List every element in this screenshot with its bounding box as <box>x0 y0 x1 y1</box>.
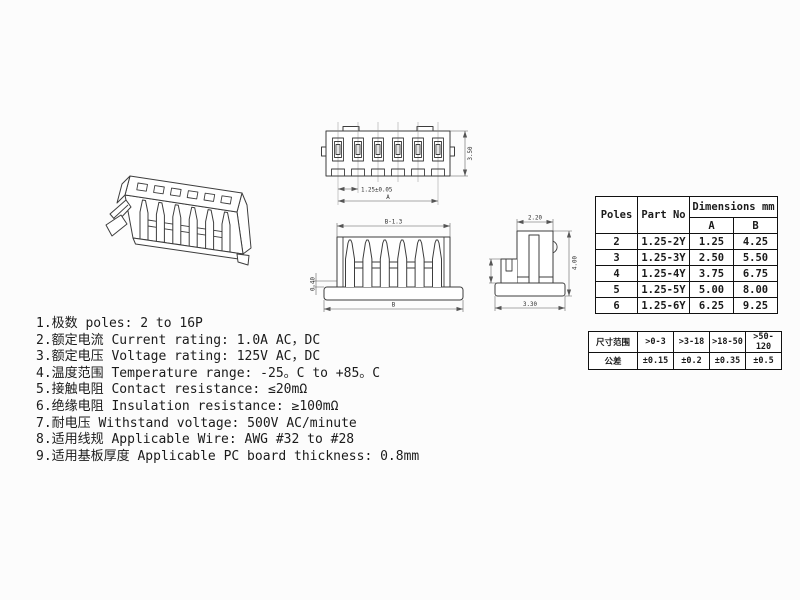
header-poles: Poles <box>595 196 638 234</box>
side-view-drawing: 2.20 4.00 3.30 <box>488 216 579 311</box>
dimensions-table: Poles Part No Dimensions mm A B 2 1.25-2… <box>595 196 778 314</box>
header-dimensions: Dimensions mm <box>689 196 778 218</box>
header-part-no: Part No <box>637 196 690 234</box>
table-row: 2 1.25-2Y 1.25 4.25 <box>595 233 778 250</box>
front-view-drawing: B-1.3 B 0.40 <box>311 220 464 312</box>
table-row: 5 1.25-5Y 5.00 8.00 <box>595 281 778 298</box>
spec-line-3: 3.额定电压 Voltage rating: 125V AC，DC <box>36 349 321 365</box>
dim-a-label: A <box>386 195 390 201</box>
header-col-b: B <box>733 217 778 234</box>
side-view-housing <box>494 230 566 297</box>
spec-line-9: 9.适用基板厚度 Applicable PC board thickness: … <box>36 448 420 464</box>
spec-line-2: 2.额定电流 Current rating: 1.0A AC，DC <box>36 332 321 348</box>
table-subheader-row: A B <box>596 217 778 234</box>
spec-line-7: 7.耐电压 Withstand voltage: 500V AC/minute <box>36 415 357 431</box>
front-view-housing <box>323 236 464 301</box>
tolerance-range-row: 尺寸范围 >0-3 >3-18 >18-50 >50-120 <box>588 331 782 353</box>
dim-side-right-label: 4.00 <box>573 256 579 270</box>
spec-line-5: 5.接触电阻 Contact resistance: ≤20mΩ <box>36 382 308 398</box>
table-row: 4 1.25-4Y 3.75 6.75 <box>595 265 778 282</box>
dim-b-label: B <box>392 303 396 309</box>
top-view-drawing: 1.25±0.05 A 3.50 <box>321 122 474 205</box>
table-header-row: Poles Part No Dimensions mm <box>595 196 778 234</box>
table-row: 6 1.25-6Y 6.25 9.25 <box>595 297 778 314</box>
table-row: 3 1.25-3Y 2.50 5.50 <box>595 249 778 266</box>
dim-pitch-label: 1.25±0.05 <box>361 188 393 194</box>
top-view-dimensions: 1.25±0.05 A 3.50 <box>338 130 474 204</box>
spec-line-8: 8.适用线规 Applicable Wire: AWG #32 to #28 <box>36 432 355 448</box>
dim-side-bottom-label: 3.30 <box>523 302 537 308</box>
iso-connector-body <box>105 175 252 266</box>
front-view-dimensions: B-1.3 B 0.40 <box>311 220 464 312</box>
side-view-dimensions: 2.20 4.00 3.30 <box>488 216 579 311</box>
tolerance-table: 尺寸范围 >0-3 >3-18 >18-50 >50-120 公差 ±0.15 … <box>588 331 782 370</box>
spec-line-1: 1.极数 poles: 2 to 16P <box>36 316 203 331</box>
spec-line-6: 6.绝缘电阻 Insulation resistance: ≥100mΩ <box>36 398 339 414</box>
dim-side-top-label: 2.20 <box>528 216 542 222</box>
dim-left-label: 0.40 <box>311 277 317 291</box>
top-view-housing <box>321 122 455 205</box>
isometric-view-drawing <box>105 175 252 266</box>
specs-list: 1.极数 poles: 2 to 16P 2.额定电流 Current rati… <box>36 316 419 465</box>
dim-top-label: B-1.3 <box>385 220 403 226</box>
header-col-a: A <box>689 217 734 234</box>
tolerance-value-row: 公差 ±0.15 ±0.2 ±0.35 ±0.5 <box>588 352 782 370</box>
dim-depth-label: 3.50 <box>468 146 474 160</box>
spec-line-4: 4.温度范围 Temperature range: -25。C to +85。C <box>36 365 381 381</box>
